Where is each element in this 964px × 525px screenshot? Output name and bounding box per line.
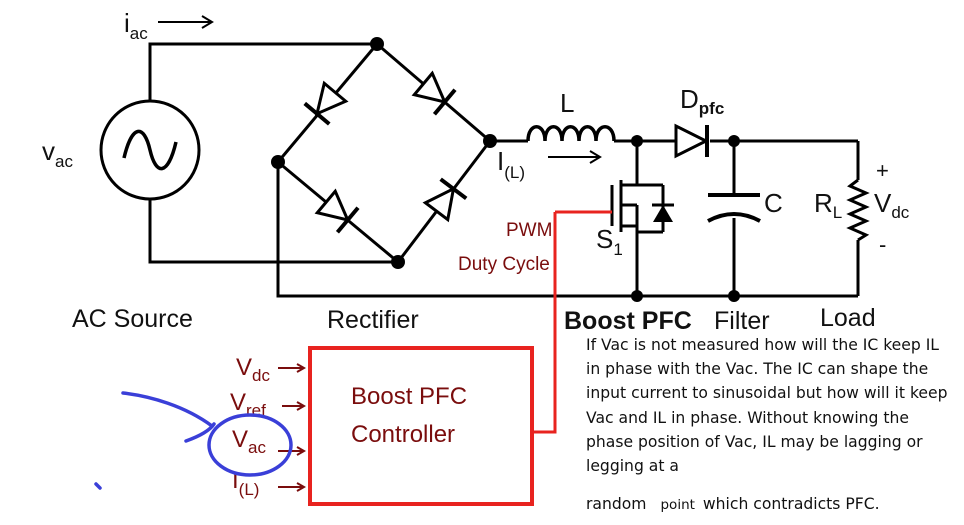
plus-sign: + xyxy=(876,158,889,183)
rectifier-diode-3 xyxy=(314,188,360,234)
boost-pfc-controller-box xyxy=(308,346,534,506)
vdc-label: Vdc xyxy=(874,188,910,222)
rectifier-diode-1 xyxy=(303,80,349,126)
inductor-symbol xyxy=(526,125,616,142)
duty-cycle-label: Duty Cycle xyxy=(458,254,550,275)
note-last-point: point xyxy=(660,497,695,513)
handwritten-annotation xyxy=(94,391,293,490)
pwm-label: PWM xyxy=(506,220,552,241)
controller-title-line2: Controller xyxy=(351,421,455,448)
controller-inputs: Vdc Vref Vac I(L) xyxy=(230,354,307,499)
section-load: Load xyxy=(820,304,876,332)
rl-label: RL xyxy=(814,188,842,222)
minus-sign: - xyxy=(879,232,886,257)
iac-label: iac xyxy=(124,8,148,43)
input-il: I(L) xyxy=(232,467,259,499)
mosfet-s1 xyxy=(555,178,674,234)
dpfc-label: Dpfc xyxy=(680,84,724,118)
inductor-label: L xyxy=(560,88,574,118)
section-rectifier: Rectifier xyxy=(327,306,419,334)
input-vac: Vac xyxy=(232,426,266,457)
ac-source-symbol xyxy=(99,99,201,201)
dpfc-diode xyxy=(674,123,710,159)
capacitor-label: C xyxy=(764,188,783,218)
note-last-b: which contradicts PFC. xyxy=(702,495,880,513)
load-resistor-symbol xyxy=(846,178,870,242)
input-vdc: Vdc xyxy=(236,354,270,385)
s1-label: S1 xyxy=(596,224,623,259)
controller-title-line1: Boost PFC xyxy=(351,383,467,410)
rectifier-diode-2 xyxy=(411,70,457,116)
capacitor-symbol xyxy=(707,193,761,223)
pwm-signal-wire xyxy=(532,212,557,434)
iac-arrow xyxy=(158,15,214,29)
section-boost-pfc: Boost PFC xyxy=(564,307,692,335)
note-text: If Vac is not measured how will the IC k… xyxy=(586,336,948,476)
il-label: I(L) xyxy=(497,146,525,182)
question-note: If Vac is not measured how will the IC k… xyxy=(586,333,958,478)
note-last-line: random point which contradicts PFC. xyxy=(586,495,880,513)
junction-dots xyxy=(271,37,740,302)
vac-label: vac xyxy=(42,136,73,171)
section-filter: Filter xyxy=(714,307,770,335)
rectifier-diode-4 xyxy=(422,177,468,223)
il-arrow xyxy=(548,150,602,164)
section-ac-source: AC Source xyxy=(72,305,193,333)
note-last-a: random xyxy=(586,495,647,513)
mosfet-body-diode xyxy=(653,205,673,222)
